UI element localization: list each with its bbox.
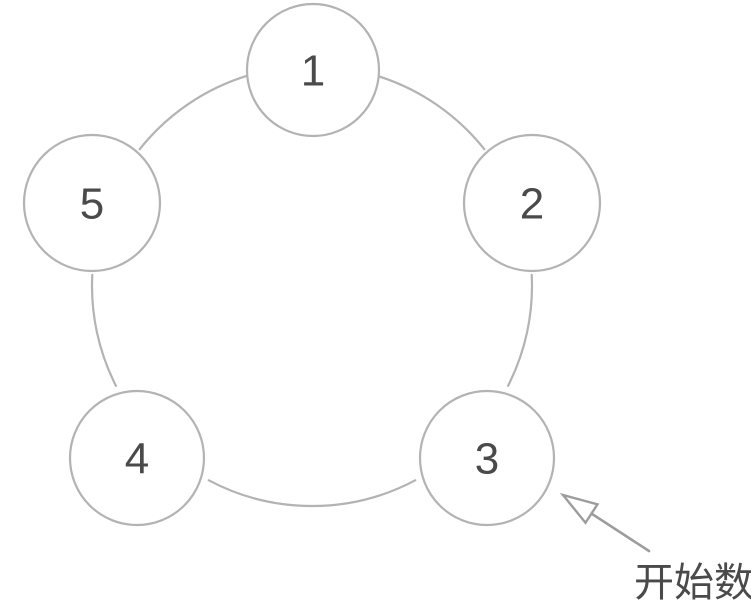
node-label-1: 1 bbox=[301, 47, 325, 96]
node-circle-5[interactable] bbox=[22, 133, 162, 273]
edge-node-2-to-node-3 bbox=[506, 273, 534, 387]
node-2[interactable]: 2 bbox=[462, 133, 602, 273]
node-3[interactable]: 3 bbox=[418, 389, 556, 527]
edge-node-4-to-node-5 bbox=[90, 273, 118, 387]
node-4[interactable]: 4 bbox=[68, 389, 206, 527]
annotation-label: 开始数 bbox=[634, 561, 751, 603]
node-circle-1[interactable] bbox=[245, 2, 381, 138]
node-5[interactable]: 5 bbox=[22, 133, 162, 273]
nodes-layer: 1 2 3 4 5 bbox=[22, 2, 602, 527]
edge-node-1-to-node-2 bbox=[377, 75, 486, 151]
annotation-arrow-shaft bbox=[587, 510, 651, 553]
node-label-2: 2 bbox=[520, 180, 544, 229]
node-1[interactable]: 1 bbox=[245, 2, 381, 138]
node-circle-3[interactable] bbox=[418, 389, 556, 527]
annotation-arrow-head-icon bbox=[559, 492, 600, 525]
node-circle-2[interactable] bbox=[462, 133, 602, 273]
node-circle-4[interactable] bbox=[68, 389, 206, 527]
node-label-4: 4 bbox=[125, 435, 149, 484]
start-annotation: 开始数 bbox=[559, 492, 751, 603]
edges-layer bbox=[90, 74, 534, 508]
node-label-3: 3 bbox=[475, 435, 499, 484]
edge-node-5-to-node-1 bbox=[138, 74, 249, 151]
edge-node-3-to-node-4 bbox=[207, 479, 417, 508]
node-label-5: 5 bbox=[80, 180, 104, 229]
